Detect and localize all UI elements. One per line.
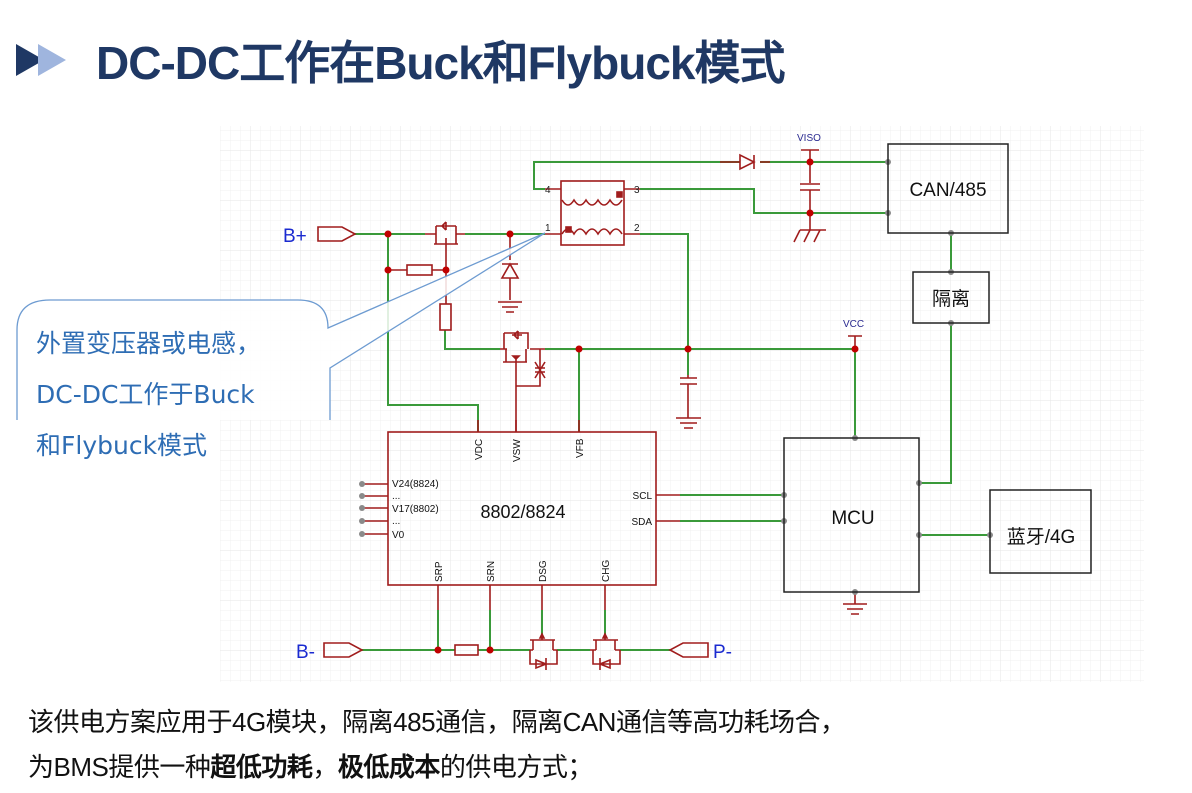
circuit-schematic: B+ B- P- VISO VCC 1 2 3 4 CAN/485 隔离 MCU… xyxy=(220,126,1144,682)
desc-sep: ， xyxy=(312,752,338,782)
ic-pin-vsw: VSW xyxy=(512,439,523,462)
dsg-mosfet xyxy=(529,632,558,670)
ic-pin-v24: V24(8824) xyxy=(392,479,439,490)
ic-pin-scl: SCL xyxy=(633,491,653,502)
bt4g-block xyxy=(989,489,1092,574)
transformer-pin-4: 4 xyxy=(545,185,551,196)
net-label-vcc: VCC xyxy=(843,319,864,330)
desc-suffix: 的供电方式； xyxy=(439,752,594,782)
title-row: DC-DC工作在Buck和Flybuck模式 xyxy=(14,30,786,90)
can485-label: CAN/485 xyxy=(909,180,986,201)
desc-bold-low-power: 超低功耗 xyxy=(210,752,313,782)
transformer xyxy=(545,180,640,246)
ic-pin-dots-2: ... xyxy=(392,516,400,527)
b-minus-terminal xyxy=(323,642,364,658)
terminal-b-plus: B+ xyxy=(283,226,307,247)
b-plus-terminal xyxy=(317,226,357,242)
p-minus-terminal xyxy=(668,642,709,658)
chg-mosfet xyxy=(590,632,621,670)
net-label-viso: VISO xyxy=(797,133,821,144)
mcu-block xyxy=(783,437,920,593)
description-line-2: 为BMS提供一种超低功耗，极低成本的供电方式； xyxy=(28,745,845,790)
ic-pin-sda: SDA xyxy=(631,517,652,528)
description: 该供电方案应用于4G模块，隔离485通信，隔离CAN通信等高功耗场合， 为BMS… xyxy=(28,700,846,790)
isolation-block xyxy=(912,271,990,324)
ic-pin-srp: SRP xyxy=(434,561,445,582)
can485-block xyxy=(887,143,1009,234)
ic-pin-vdc: VDC xyxy=(474,439,485,460)
ic-pin-dsg: DSG xyxy=(538,560,549,582)
terminal-p-minus: P- xyxy=(713,642,732,663)
junctions xyxy=(384,158,859,654)
callout-line-3: 和Flybuck模式 xyxy=(36,431,208,460)
ic-pin-vfb: VFB xyxy=(575,438,586,458)
ic-pin-srn: SRN xyxy=(486,561,497,582)
input-mosfet xyxy=(425,221,465,270)
transformer-pin-3: 3 xyxy=(634,185,640,196)
bt4g-label: 蓝牙/4G xyxy=(1007,526,1076,548)
grid-background xyxy=(220,126,1144,682)
ic-name: 8802/8824 xyxy=(480,502,565,522)
isolation-label: 隔离 xyxy=(932,288,970,310)
mcu-label: MCU xyxy=(831,508,874,529)
callout-line-2: DC-DC工作于Buck xyxy=(36,380,255,409)
ic-pin-v0: V0 xyxy=(392,530,405,541)
transformer-pin-2: 2 xyxy=(634,223,640,234)
ic-pin-v17: V17(8802) xyxy=(392,504,439,515)
ic-pin-chg: CHG xyxy=(601,560,612,582)
description-line-1: 该供电方案应用于4G模块，隔离485通信，隔离CAN通信等高功耗场合， xyxy=(28,707,846,737)
desc-bold-low-cost: 极低成本 xyxy=(337,752,441,782)
ic-pin-dots-1: ... xyxy=(392,491,400,502)
callout-bubble xyxy=(16,232,546,420)
page-title: DC-DC工作在Buck和Flybuck模式 xyxy=(96,37,786,89)
desc-prefix: 为BMS提供一种 xyxy=(28,752,211,782)
terminal-b-minus: B- xyxy=(296,642,315,663)
transformer-pin-1: 1 xyxy=(545,223,551,234)
callout-text: 外置变压器或电感， DC-DC工作于Buck 和Flybuck模式 xyxy=(36,318,261,471)
double-chevron-right-icon xyxy=(16,44,66,76)
callout-line-1: 外置变压器或电感， xyxy=(36,329,262,358)
